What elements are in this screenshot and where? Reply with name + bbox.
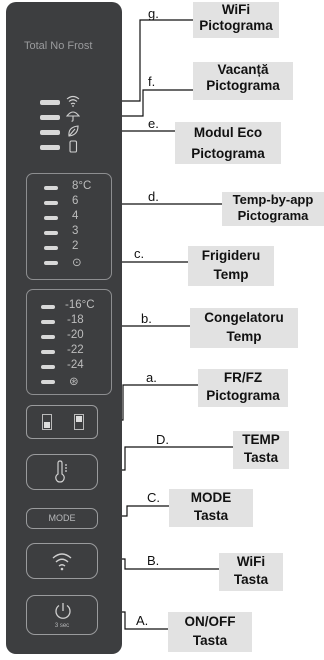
thermometer-icon (52, 460, 72, 489)
power-hold-hint: 3 sec (54, 623, 70, 629)
label-fr-fz-pictogram: FR/FZ Pictograma (198, 369, 288, 407)
freezer-level-bar (41, 365, 55, 369)
mode-button[interactable]: MODE (26, 508, 98, 529)
label-freezer-temp: Congelatoru Temp (190, 308, 298, 348)
label-wifi-key: WiFi Tasta (219, 553, 283, 591)
freezer-level-bar (41, 350, 55, 354)
leaf-icon (66, 125, 80, 140)
wifi-icon (66, 95, 80, 110)
freezer-temp-box: -16°C -18 -20 -22 -24 ⊛ (26, 289, 112, 395)
mode-button-label: MODE (48, 513, 76, 523)
temp-by-app-indicator-bar (40, 145, 60, 150)
fridge-zone-icon (42, 414, 52, 430)
power-button[interactable]: 3 sec (26, 595, 98, 635)
label-fridge-temp: Frigideru Temp (188, 246, 274, 286)
fridge-temp-value: 2 (72, 240, 79, 252)
label-temp-key: TEMP Tasta (233, 431, 289, 469)
callout-letter-D: D. (156, 432, 169, 447)
fridge-temp-value: 6 (72, 195, 79, 207)
freezer-zone-icon (74, 414, 84, 430)
label-temp-by-app-pictogram: Temp-by-app Pictograma (222, 192, 324, 226)
vacation-indicator-bar (40, 115, 60, 120)
fridge-temp-value: 4 (72, 210, 79, 222)
temp-button[interactable] (26, 454, 98, 490)
freezer-mode-icon: ⊛ (69, 376, 79, 388)
label-eco-pictogram: Modul Eco Pictograma (175, 122, 281, 164)
fridge-temp-value: 8°C (72, 180, 92, 192)
callout-letter-e: e. (148, 116, 159, 131)
callout-letter-c: c. (134, 246, 145, 261)
fridge-temp-box: 8°C 6 4 3 2 ⊙ (26, 173, 112, 280)
freezer-level-bar (41, 380, 55, 384)
fridge-level-bar (44, 231, 58, 235)
freezer-level-bar (41, 305, 55, 309)
fridge-level-bar (44, 186, 58, 190)
freezer-temp-value: -22 (67, 344, 84, 356)
label-vacation-pictogram: Vacanță Pictograma (193, 62, 293, 100)
callout-letter-b: b. (141, 311, 152, 326)
brand-text: Total No Frost (24, 40, 93, 52)
label-mode-key: MODE Tasta (169, 489, 253, 527)
fridge-level-bar (44, 216, 58, 220)
wifi-button[interactable] (26, 543, 98, 579)
callout-letter-B: B. (147, 553, 160, 568)
eco-indicator-bar (40, 130, 60, 135)
callout-letter-d: d. (148, 189, 159, 204)
freezer-temp-value: -24 (67, 359, 84, 371)
phone-icon (67, 140, 79, 156)
freezer-level-bar (41, 320, 55, 324)
fridge-level-bar (44, 261, 58, 265)
fridge-temp-value: 3 (72, 225, 79, 237)
control-panel: Total No Frost 8°C 6 4 3 2 ⊙ -16 (6, 2, 122, 654)
freezer-level-bar (41, 335, 55, 339)
fr-fz-button[interactable] (26, 405, 98, 439)
fridge-level-bar (44, 246, 58, 250)
label-wifi-pictogram: WiFi Pictograma (193, 2, 279, 38)
freezer-temp-value: -20 (67, 329, 84, 341)
fridge-level-bar (44, 201, 58, 205)
wifi-icon (51, 551, 73, 576)
freezer-temp-value: -16°C (65, 299, 95, 311)
label-on-off-key: ON/OFF Tasta (168, 612, 252, 652)
fridge-mode-icon: ⊙ (72, 257, 82, 269)
freezer-temp-value: -18 (67, 314, 84, 326)
callout-letter-a: a. (146, 370, 157, 385)
wifi-indicator-bar (40, 100, 60, 105)
callout-letter-A: A. (136, 613, 149, 628)
power-icon (53, 601, 73, 626)
callout-letter-C: C. (147, 490, 160, 505)
callout-letter-f: f. (148, 74, 156, 89)
callout-letter-g: g. (148, 6, 159, 21)
umbrella-icon (65, 110, 81, 125)
